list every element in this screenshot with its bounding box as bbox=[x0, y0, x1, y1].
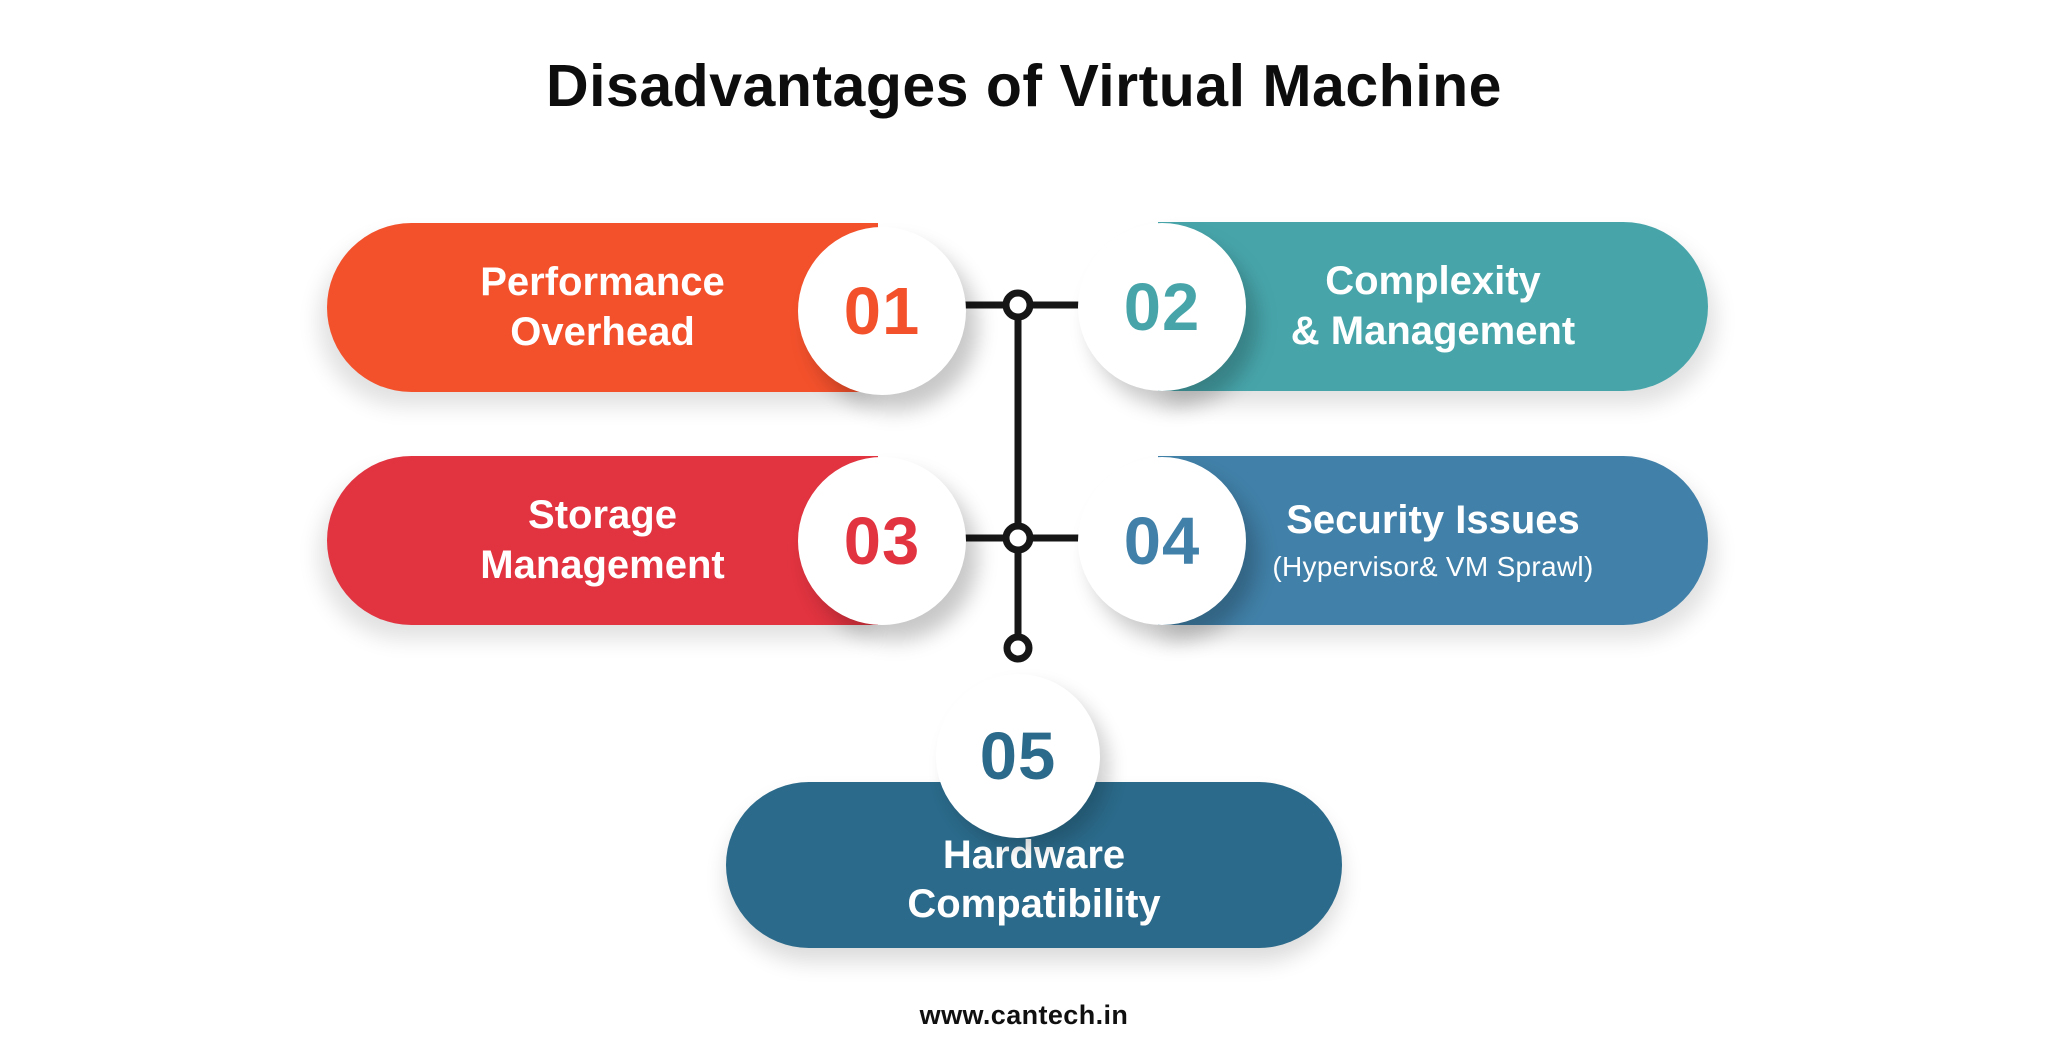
number-text: 01 bbox=[843, 273, 921, 349]
pill-performance-overhead: Performance Overhead bbox=[327, 223, 878, 392]
pill-label-line: Performance bbox=[480, 259, 725, 304]
number-text: 05 bbox=[979, 718, 1057, 794]
pill-label-line: Hardware bbox=[942, 832, 1126, 877]
pill-label-line: Storage bbox=[528, 492, 677, 537]
pill-storage-management: Storage Management bbox=[327, 456, 878, 625]
number-text: 04 bbox=[1123, 503, 1201, 579]
junction-ring-bottom bbox=[1003, 633, 1033, 663]
number-badge-04: 04 bbox=[1078, 457, 1246, 625]
number-badge-01: 01 bbox=[798, 227, 966, 395]
pill-label-line: Overhead bbox=[510, 309, 695, 354]
pill-complexity-management: Complexity & Management bbox=[1158, 222, 1708, 391]
number-badge-02: 02 bbox=[1078, 223, 1246, 391]
website-url: www.cantech.in bbox=[919, 1000, 1129, 1030]
pill-sublabel-line: (Hypervisor& VM Sprawl) bbox=[1272, 551, 1594, 583]
page-title: Disadvantages of Virtual Machine bbox=[546, 53, 1502, 119]
pill-label-line: Management bbox=[480, 542, 725, 587]
number-badge-05: 05 bbox=[936, 674, 1100, 838]
number-text: 02 bbox=[1123, 269, 1201, 345]
pill-label-line: & Management bbox=[1290, 308, 1576, 353]
pill-security-issues: Security Issues (Hypervisor& VM Sprawl) bbox=[1158, 456, 1708, 625]
pill-label-line: Security Issues bbox=[1286, 497, 1580, 542]
number-badge-03: 03 bbox=[798, 457, 966, 625]
junction-ring-middle bbox=[1002, 522, 1034, 554]
junction-ring-top bbox=[1002, 289, 1034, 321]
pill-label-line: Compatibility bbox=[907, 882, 1161, 927]
pill-label-line: Complexity bbox=[1325, 258, 1541, 303]
number-text: 03 bbox=[843, 503, 921, 579]
